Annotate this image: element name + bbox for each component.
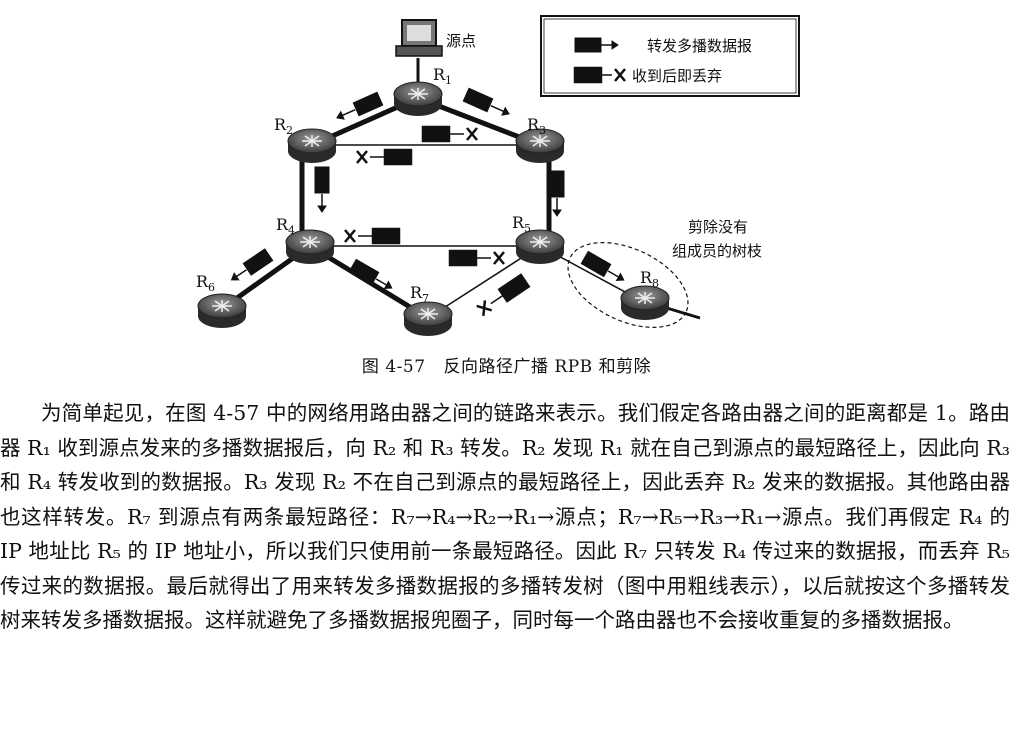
forward-packets — [230, 87, 625, 290]
prune-note-line-1: 剪除没有 — [688, 218, 748, 236]
figure-title: 反向路径广播 RPB 和剪除 — [443, 357, 652, 377]
discard-packets — [344, 125, 531, 317]
legend-forward-label: 转发多播数据报 — [647, 37, 752, 55]
router-label-r6: R6 — [196, 272, 215, 294]
figure-number: 图 4-57 — [361, 357, 426, 377]
router-label-r5: R5 — [512, 213, 531, 235]
rpb-diagram: 源点 R1 R2 R3 R4 R5 R6 R7 R8 剪除没有 组成员的树枝 — [196, 15, 800, 337]
pruned-branch-outline — [567, 242, 689, 328]
router-label-r7: R7 — [410, 283, 429, 305]
router-r6-icon — [197, 293, 247, 329]
router-label-r1: R1 — [433, 65, 452, 87]
prune-note-line-2: 组成员的树枝 — [672, 242, 762, 260]
legend: 转发多播数据报 收到后即丢弃 — [540, 15, 800, 97]
router-label-r4: R4 — [276, 215, 295, 237]
router-label-r8: R8 — [640, 268, 659, 290]
paragraph: 为简单起见，在图 4-57 中的网络用路由器之间的链路来表示。我们假定各路由器之… — [0, 401, 1010, 632]
body-text: 为简单起见，在图 4-57 中的网络用路由器之间的链路来表示。我们假定各路由器之… — [0, 396, 1010, 638]
legend-forward-icon — [574, 37, 619, 53]
router-r1-icon — [393, 81, 443, 117]
router-r7-icon — [403, 301, 453, 337]
router-label-r2: R2 — [274, 115, 293, 137]
router-label-r3: R3 — [527, 115, 546, 137]
router-r2-icon — [287, 128, 337, 164]
source-label: 源点 — [446, 32, 476, 50]
source-computer-icon — [395, 19, 443, 57]
figure-caption: 图 4-57 反向路径广播 RPB 和剪除 — [0, 352, 1013, 377]
router-r8-icon — [620, 285, 670, 321]
legend-discard-icon — [573, 66, 626, 84]
router-r5-icon — [515, 229, 565, 265]
legend-discard-label: 收到后即丢弃 — [632, 67, 722, 85]
